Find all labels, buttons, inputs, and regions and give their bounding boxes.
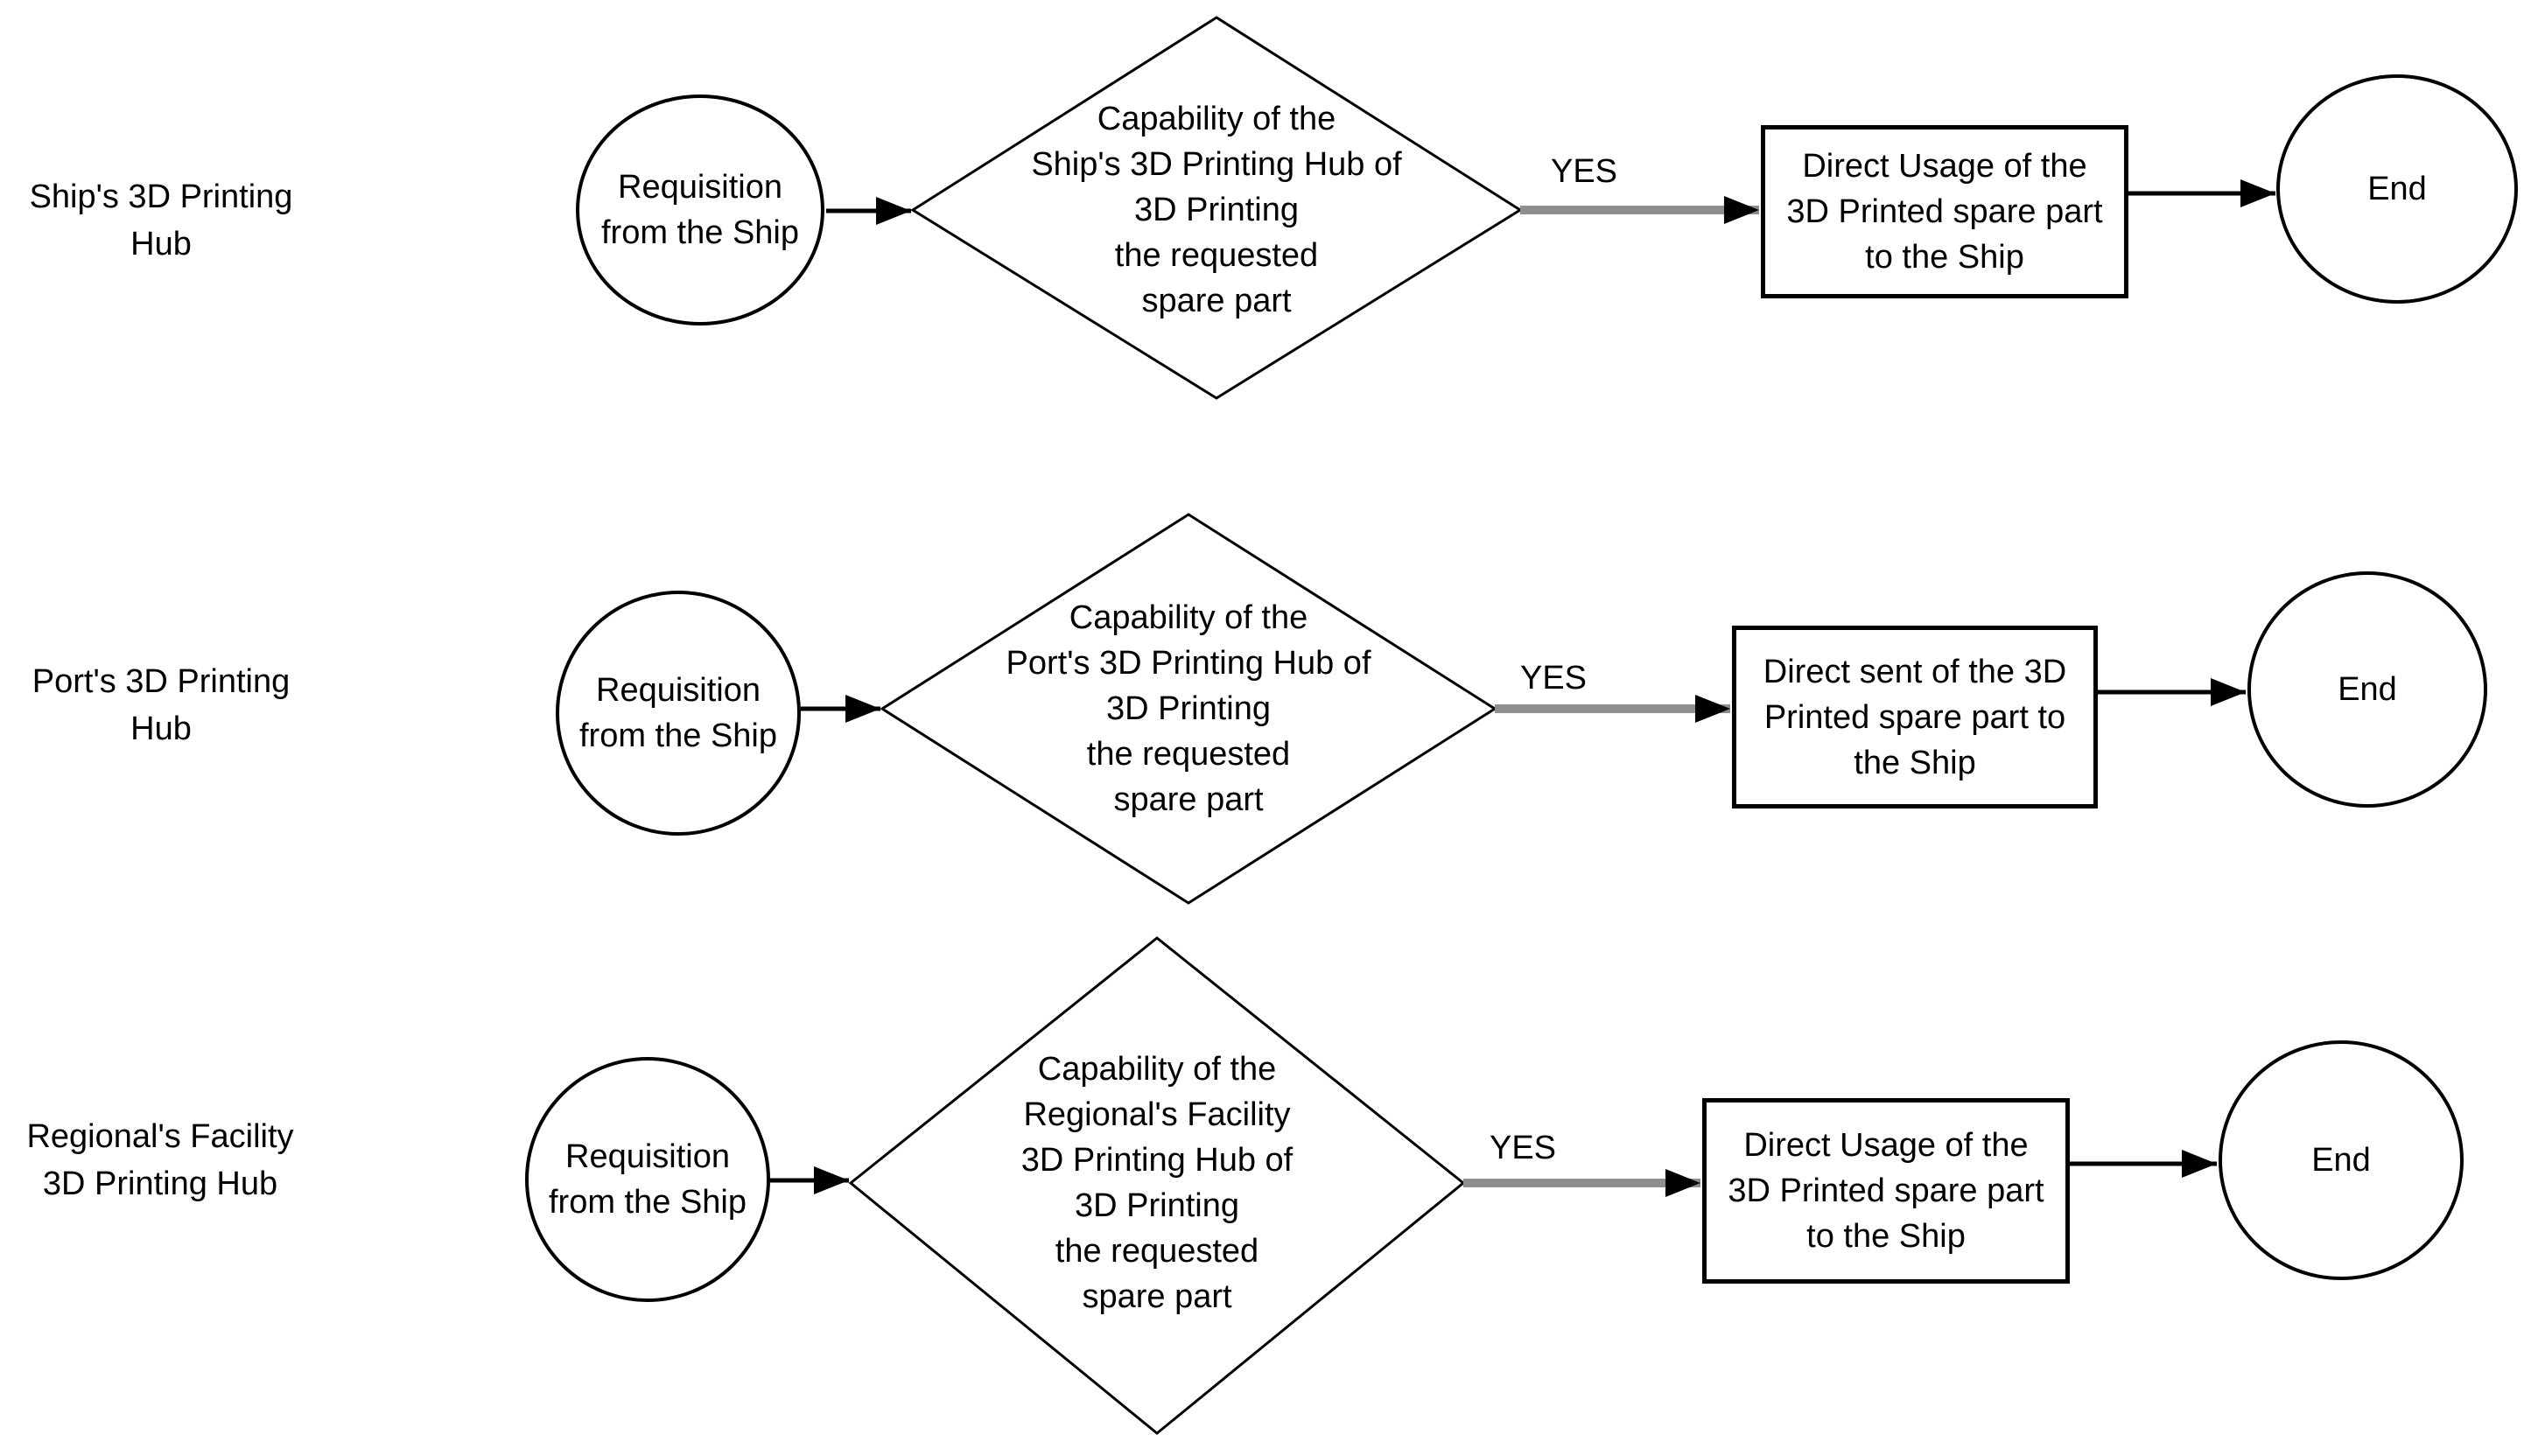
start-circle-lane3: Requisition from the Ship [525, 1057, 770, 1302]
yes-branch-label-lane1: YES [1550, 153, 1618, 190]
end-circle-label-lane2: End [2338, 671, 2397, 708]
process-rect-label-lane3: Direct Usage of the 3D Printed spare par… [1728, 1127, 2044, 1255]
end-circle-label-lane3: End [2311, 1142, 2371, 1179]
start-circle-label-lane2: Requisition from the Ship [579, 672, 777, 754]
start-circle-label-lane1: Requisition from the Ship [601, 169, 799, 251]
process-rect-lane2: Direct sent of the 3D Printed spare part… [1732, 626, 2098, 808]
lane-label-ports-hub: Port's 3D Printing Hub [32, 663, 291, 747]
decision-label-lane3: Capability of the Regional's Facility 3D… [1020, 1051, 1294, 1315]
lane-label-regionals-facility-hub: Regional's Facility 3D Printing Hub [26, 1118, 294, 1202]
decision-label-lane2: Capability of the Port's 3D Printing Hub… [1006, 599, 1371, 818]
process-rect-label-lane1: Direct Usage of the 3D Printed spare par… [1786, 148, 2103, 276]
yes-branch-label-lane3: YES [1489, 1130, 1557, 1166]
start-circle-lane1: Requisition from the Ship [576, 94, 824, 326]
end-circle-lane2: End [2247, 571, 2487, 808]
yes-branch-label-lane2: YES [1519, 660, 1588, 696]
process-rect-label-lane2: Direct sent of the 3D Printed spare part… [1763, 653, 2067, 781]
decision-label-lane1: Capability of the Ship's 3D Printing Hub… [1031, 101, 1402, 319]
process-rect-lane1: Direct Usage of the 3D Printed spare par… [1761, 125, 2128, 298]
start-circle-lane2: Requisition from the Ship [556, 591, 801, 836]
lane-label-ships-hub: Ship's 3D Printing Hub [29, 178, 293, 262]
end-circle-lane3: End [2219, 1040, 2464, 1280]
start-circle-label-lane3: Requisition from the Ship [549, 1138, 747, 1221]
end-circle-label-lane1: End [2367, 171, 2427, 207]
end-circle-lane1: End [2276, 74, 2518, 304]
process-rect-lane3: Direct Usage of the 3D Printed spare par… [1702, 1098, 2070, 1284]
